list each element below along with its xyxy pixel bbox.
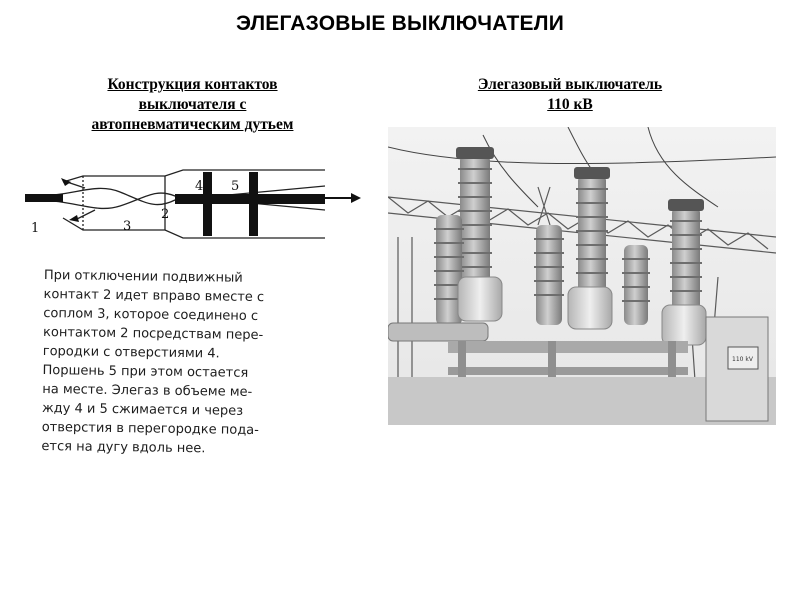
label-3: 3	[123, 219, 131, 234]
label-5: 5	[231, 179, 239, 194]
diagram-heading-line: автопневматическим дутьем	[91, 116, 294, 133]
partition-4	[203, 172, 212, 236]
flow-line	[34, 185, 326, 206]
photo-heading-line: 110 кВ	[547, 96, 593, 113]
photo-heading: Элегазовый выключатель 110 кВ	[445, 75, 695, 115]
label-2: 2	[161, 207, 169, 222]
insulator-columns	[434, 147, 704, 325]
fixed-contact	[25, 194, 63, 202]
photo-heading-line: Элегазовый выключатель	[477, 76, 663, 93]
direction-arrow-icon	[351, 193, 361, 203]
breaker-photo: 110 kV	[388, 127, 776, 425]
label-1: 1	[31, 221, 39, 236]
diagram-heading-line: Конструкция контактов	[107, 76, 278, 93]
diagram-heading-line: выключателя с	[138, 96, 247, 113]
nameplate	[727, 346, 759, 370]
nozzle-outline-top	[62, 169, 325, 183]
diagram-heading: Конструкция контактов выключателя с авто…	[50, 75, 335, 135]
description-line: ется на дугу вдоль нее.	[41, 438, 206, 457]
flow-line	[34, 192, 326, 211]
description-text: При отключении подвижный контакт 2 идет …	[41, 266, 296, 459]
nozzle-outline-bottom	[62, 217, 325, 239]
nameplate-text: 110 kV	[732, 356, 754, 363]
slide-title: ЭЛЕГАЗОВЫЕ ВЫКЛЮЧАТЕЛИ	[235, 12, 564, 35]
piston-5	[249, 172, 258, 236]
contact-diagram: 1 2 3 4 5	[25, 169, 361, 239]
label-4: 4	[195, 179, 203, 194]
